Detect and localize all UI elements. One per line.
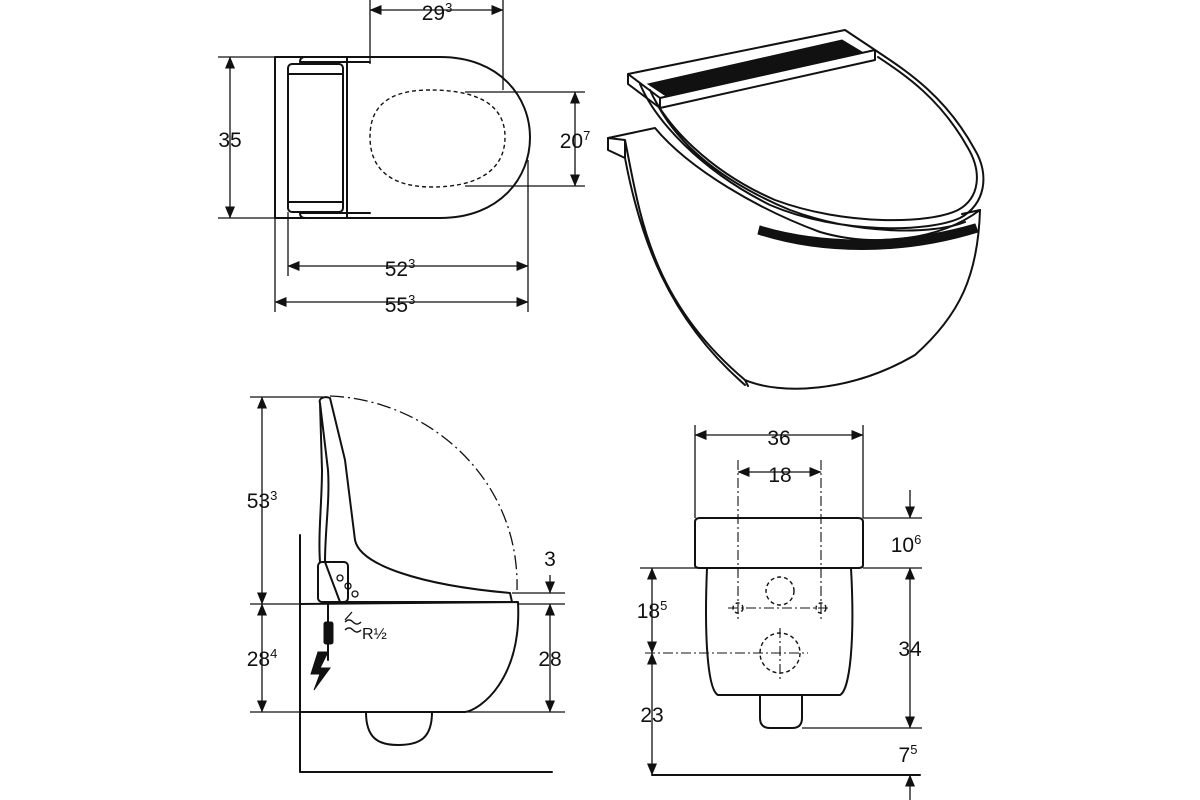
dim-36-label: 36 — [767, 427, 790, 450]
electric-bolt-icon — [310, 651, 331, 691]
side-control-box — [317, 561, 349, 603]
water-wave-icon — [344, 611, 362, 633]
dim-35-label: 35 — [218, 129, 241, 152]
front-view-dimensions: 36 18 106 34 75 185 23 — [637, 425, 922, 800]
side-lid-open — [318, 396, 513, 603]
dim-23-label: 23 — [640, 704, 663, 727]
dim-10-6-label: 106 — [891, 532, 922, 557]
dim-20-7-label: 207 — [560, 128, 591, 153]
dim-28-label: 28 — [538, 648, 561, 671]
dim-29-3-label: 293 — [422, 0, 453, 25]
dim-55-3-label: 553 — [385, 292, 416, 317]
perspective-view — [607, 29, 985, 390]
front-outlet — [759, 694, 803, 729]
control-unit — [627, 29, 876, 109]
side-view-dimensions: 533 284 3 28 — [247, 396, 565, 713]
top-view: 293 35 207 523 553 — [218, 0, 590, 317]
dim-52-3-label: 523 — [385, 256, 416, 281]
rim-shadow — [757, 223, 979, 250]
side-view: R½ 533 284 3 28 — [247, 395, 565, 773]
water-connection-label: R½ — [362, 626, 387, 643]
front-view: 36 18 106 34 75 185 23 — [637, 425, 922, 800]
dim-18-label: 18 — [768, 464, 791, 487]
front-lid — [694, 517, 864, 569]
top-view-seat-outline — [274, 56, 531, 219]
dim-7-5-label: 75 — [899, 742, 918, 767]
front-bowl — [705, 567, 854, 696]
dim-18-5-label: 185 — [637, 598, 668, 623]
control-unit-glass — [646, 39, 864, 97]
wall-and-floor — [299, 534, 553, 773]
bowl-rim — [607, 127, 981, 242]
bowl-body — [607, 137, 981, 390]
side-bowl-outlet — [365, 711, 433, 746]
top-view-dimensions: 293 35 207 523 553 — [218, 0, 590, 317]
seat-lid — [639, 49, 985, 232]
dim-53-3-label: 533 — [247, 488, 278, 513]
dim-3-label: 3 — [544, 548, 556, 571]
dim-28-4-label: 284 — [247, 646, 278, 671]
seat-opening-outline — [369, 89, 506, 188]
power-plug-icon — [323, 621, 334, 645]
front-holes — [645, 460, 831, 680]
dim-34-label: 34 — [898, 638, 922, 661]
lid-swing-arc — [329, 395, 518, 591]
side-bowl — [299, 601, 520, 713]
